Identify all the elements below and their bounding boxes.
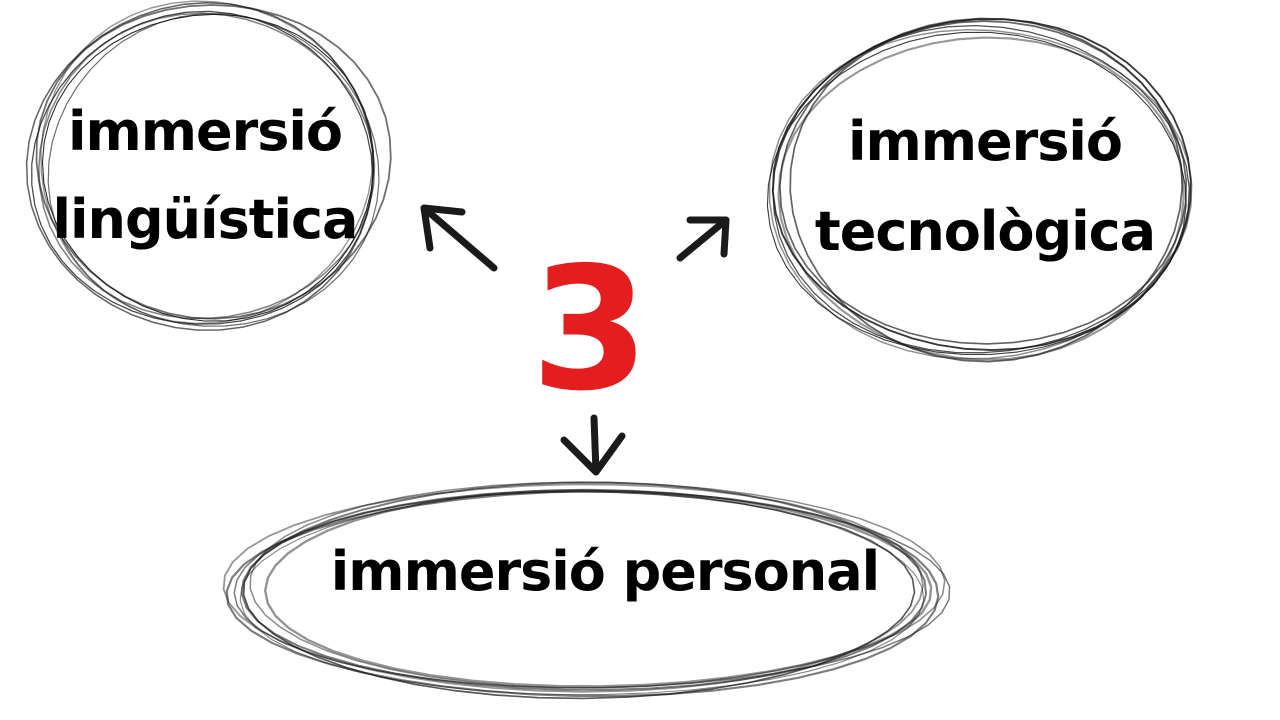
- node-linguistica-line-1: immersió: [68, 100, 342, 163]
- node-linguistica: immersió lingüística: [25, 0, 392, 331]
- node-tecnologica-line-1: immersió: [848, 110, 1122, 173]
- node-tecnologica-scribble: [766, 17, 1193, 363]
- scribble-loop: [41, 13, 375, 322]
- edge-center-to-personal: [560, 414, 626, 476]
- scribble-loop: [25, 1, 375, 331]
- node-linguistica-line-2: lingüística: [53, 188, 358, 251]
- scribble-loop: [225, 490, 940, 697]
- arrow-down-icon: [560, 414, 626, 476]
- node-personal-line-1: immersió personal: [331, 540, 879, 603]
- scribble-loop: [779, 17, 1188, 345]
- edge-center-to-tecnologica: [676, 216, 730, 262]
- scribble-loop: [789, 20, 1184, 363]
- node-tecnologica: immersió tecnològica: [766, 17, 1193, 363]
- node-tecnologica-line-2: tecnològica: [815, 200, 1155, 263]
- scribble-loop: [38, 12, 376, 320]
- scribble-loop: [31, 10, 374, 325]
- edge-center-to-linguistica: [420, 204, 498, 272]
- scribble-loop: [768, 28, 1193, 360]
- node-personal: immersió personal: [222, 481, 951, 700]
- center-number: 3: [531, 231, 649, 429]
- node-linguistica-scribble: [25, 0, 392, 331]
- node-personal-scribble: [222, 481, 951, 700]
- arrow-up-left-icon: [420, 204, 498, 272]
- scribble-loop: [233, 489, 951, 689]
- scribble-loop: [777, 36, 1185, 361]
- arrow-up-right-icon: [676, 216, 730, 262]
